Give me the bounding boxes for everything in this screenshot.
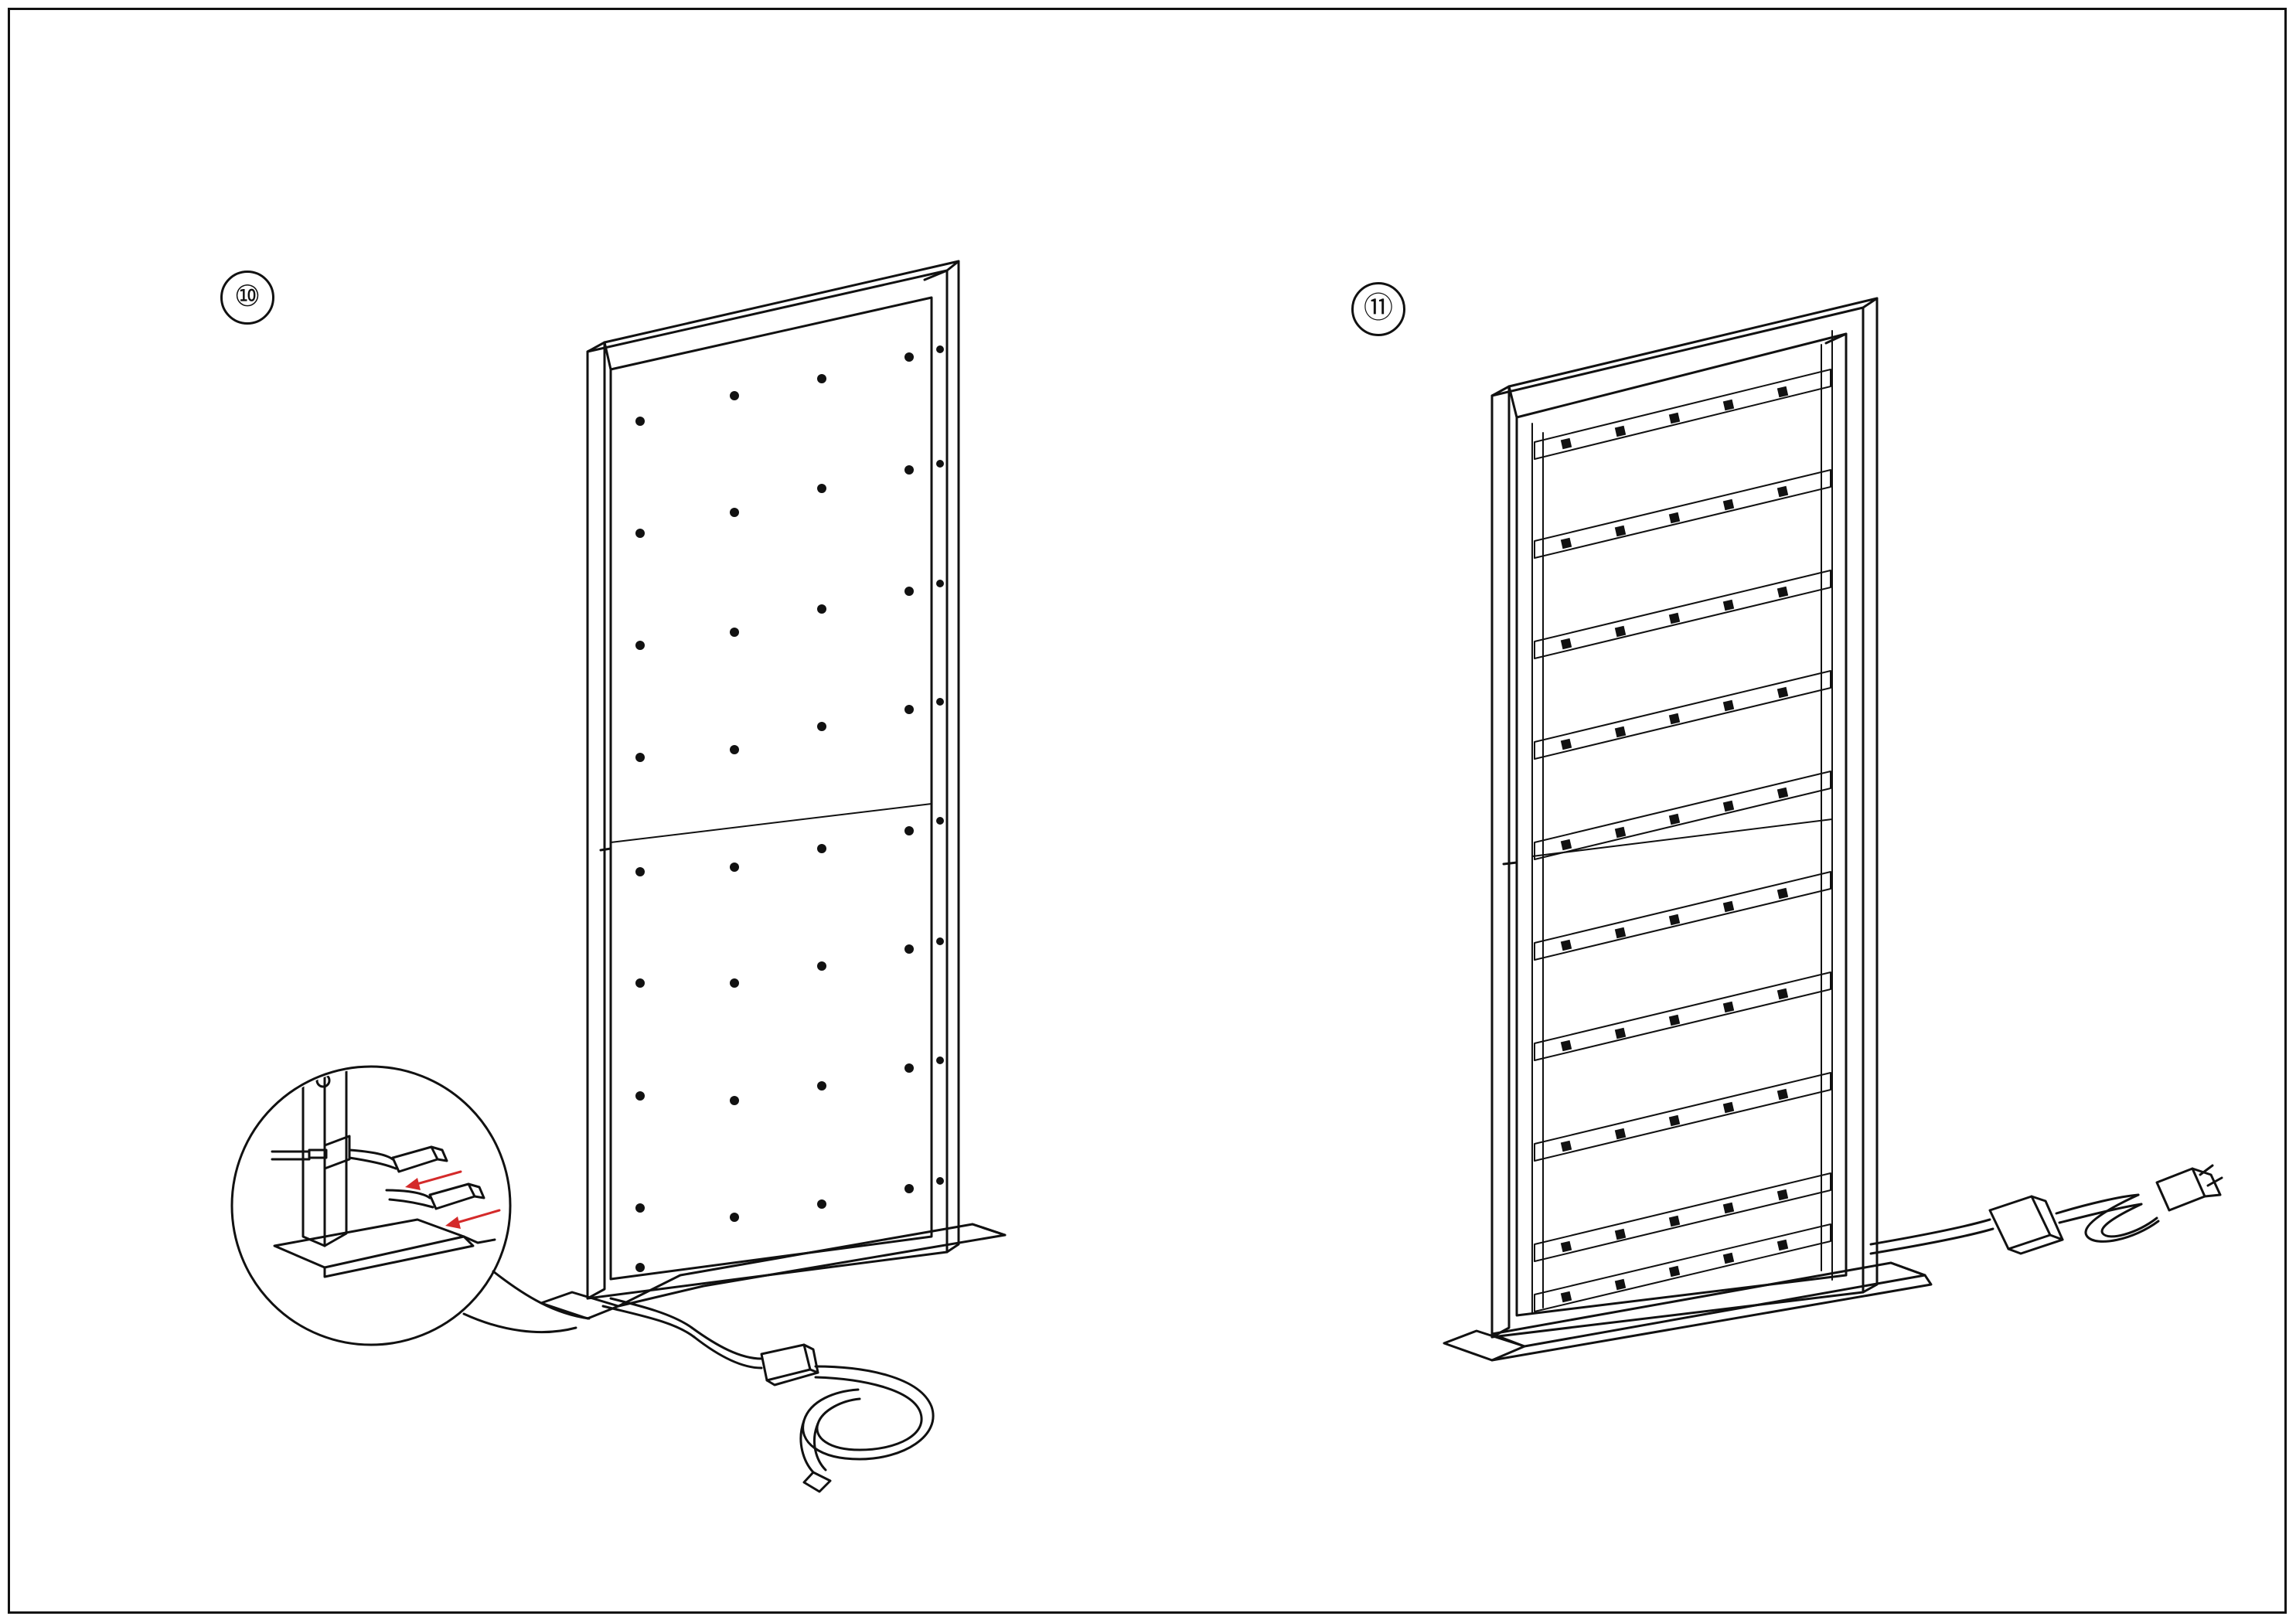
step-number-11-label: ⑪ <box>1363 292 1393 325</box>
step-number-10: ⑩ <box>220 270 274 325</box>
step-number-11: ⑪ <box>1351 282 1405 336</box>
page-border <box>8 8 2287 1614</box>
step-number-10-label: ⑩ <box>233 281 261 313</box>
